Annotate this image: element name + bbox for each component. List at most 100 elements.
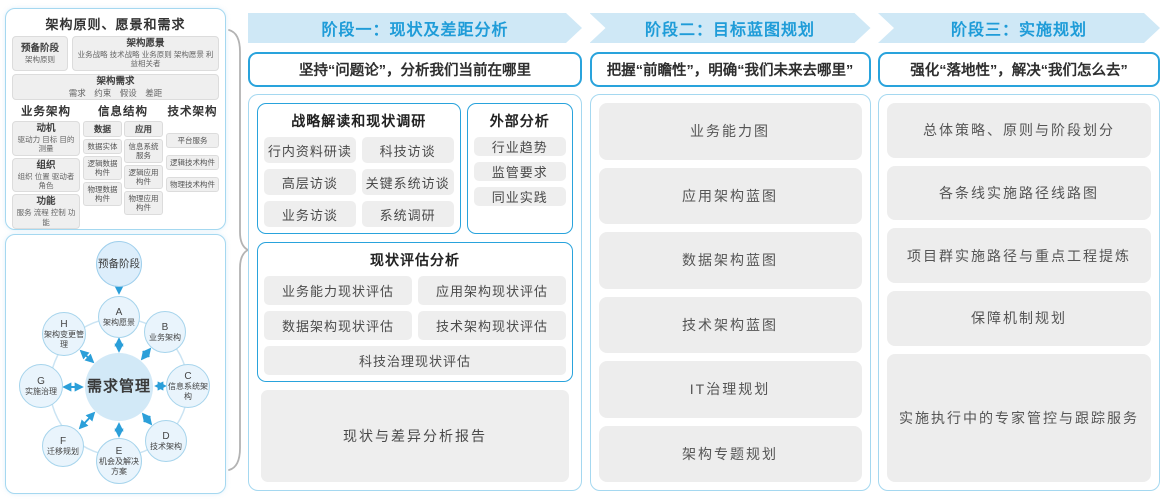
phase-2-item: 业务能力图 <box>598 103 862 160</box>
phase-2-item: 应用架构蓝图 <box>598 167 862 224</box>
strategy-research-items: 行内资料研读 科技访谈 高层访谈 关键系统访谈 业务访谈 系统调研 <box>264 137 454 227</box>
phase-1-title: 阶段一：现状及差距分析 <box>321 22 509 39</box>
phase-3-column: 阶段三：实施规划 强化“落地性”，解决“我们怎么去” 总体策略、原则与阶段划分 … <box>878 13 1160 491</box>
adm-node-label: 实施治理 <box>25 386 57 396</box>
phase-3-content: 总体策略、原则与阶段划分 各条线实施路径线路图 项目群实施路径与重点工程提炼 保… <box>878 94 1160 491</box>
adm-node-h: H 架构变更管理 <box>42 312 86 356</box>
adm-node-letter: F <box>59 435 67 447</box>
adm-center-label: 需求管理 <box>86 378 151 396</box>
phase-3-title: 阶段三：实施规划 <box>950 22 1087 39</box>
strategy-item: 高层访谈 <box>264 169 356 195</box>
information-structure-title: 信息结构 <box>98 106 148 119</box>
phase-3-item: 实施执行中的专家管控与跟踪服务 <box>887 353 1151 482</box>
phase-2-column: 阶段二：目标蓝图规划 把握“前瞻性”，明确“我们未来去哪里” 业务能力图 应用架… <box>589 13 871 491</box>
strategy-item: 业务访谈 <box>264 201 356 227</box>
adm-node-letter: C <box>184 371 192 383</box>
phase-3-items: 总体策略、原则与阶段划分 各条线实施路径线路图 项目群实施路径与重点工程提炼 保… <box>887 103 1151 482</box>
phase-3-header-band: 阶段三：实施规划 <box>878 13 1160 43</box>
architecture-columns: 业务架构 动机 驱动力 目标 目的 测量 组织 组织 位置 驱动者 角色 功能 … <box>12 103 219 229</box>
curly-brace <box>228 29 250 471</box>
technology-item: 平台服务 <box>166 133 219 149</box>
phase-2-title: 阶段二：目标蓝图规划 <box>644 22 815 39</box>
phase-2-item: 技术架构蓝图 <box>598 296 862 353</box>
application-header: 应用 <box>124 121 163 138</box>
application-item: 逻辑应用构件 <box>124 165 163 190</box>
function-title: 功能 <box>36 196 56 208</box>
motivation-title: 动机 <box>36 123 56 135</box>
phase-2-subtitle-box: 把握“前瞻性”，明确“我们未来去哪里” <box>589 52 871 87</box>
adm-node-b: B 业务架构 <box>144 311 186 353</box>
assessment-item: 应用架构现状评估 <box>418 276 566 305</box>
adm-node-letter: B <box>161 321 169 333</box>
data-item: 逻辑数据构件 <box>83 156 122 181</box>
adm-node-letter: D <box>162 430 170 442</box>
architecture-vision-sub: 业务战略 技术战略 业务原则 架构愿景 利益相关者 <box>77 49 214 69</box>
function-box: 功能 服务 流程 控制 功能 <box>12 194 80 229</box>
phase-3-item: 各条线实施路径线路图 <box>887 165 1151 221</box>
adm-prep-node: 预备阶段 <box>96 241 142 287</box>
current-assessment-items: 业务能力现状评估 应用架构现状评估 数据架构现状评估 技术架构现状评估 科技治理… <box>264 276 566 375</box>
gap-analysis-report-box: 现状与差异分析报告 <box>261 390 569 482</box>
current-assessment-group: 现状评估分析 业务能力现状评估 应用架构现状评估 数据架构现状评估 技术架构现状… <box>257 242 573 382</box>
panel-title: 架构原则、愿景和需求 <box>45 17 186 32</box>
business-architecture-column: 业务架构 动机 驱动力 目标 目的 测量 组织 组织 位置 驱动者 角色 功能 … <box>12 103 80 229</box>
phase-1-top-row: 战略解读和现状调研 行内资料研读 科技访谈 高层访谈 关键系统访谈 业务访谈 系… <box>257 103 573 234</box>
prep-vision-row: 预备阶段 架构原则 架构愿景 业务战略 技术战略 业务原则 架构愿景 利益相关者 <box>12 36 219 71</box>
phase-2-item: 架构专题规划 <box>598 425 862 482</box>
phases-section: 阶段一：现状及差距分析 坚持“问题论”，分析我们当前在哪里 战略解读和现状调研 … <box>248 13 1160 491</box>
technology-items: 平台服务 逻辑技术构件 物理技术构件 <box>166 121 219 193</box>
phase-2-header-band: 阶段二：目标蓝图规划 <box>590 13 871 43</box>
adm-node-letter: A <box>115 306 123 318</box>
function-sub: 服务 流程 控制 功能 <box>16 208 76 227</box>
adm-node-f: F 迁移规划 <box>42 425 84 467</box>
adm-node-label: 信息系统架构 <box>168 382 208 401</box>
assessment-item: 技术架构现状评估 <box>418 311 566 340</box>
strategy-item: 系统调研 <box>361 201 454 227</box>
strategy-item: 关键系统访谈 <box>361 169 454 195</box>
external-item: 同业实践 <box>473 187 566 206</box>
phase-1-content: 战略解读和现状调研 行内资料研读 科技访谈 高层访谈 关键系统访谈 业务访谈 系… <box>248 94 582 491</box>
adm-node-d: D 技术架构 <box>145 420 187 462</box>
external-item: 监管要求 <box>473 162 566 181</box>
phase-3-subtitle-box: 强化“落地性”，解决“我们怎么去” <box>878 52 1160 87</box>
adm-node-a: A 架构愿景 <box>98 296 140 338</box>
adm-node-letter: E <box>115 446 123 458</box>
adm-node-e: E 机会及解决方案 <box>96 438 142 484</box>
external-analysis-items: 行业趋势 监管要求 同业实践 <box>473 137 566 227</box>
architecture-requirements-sub: 需求 约束 假设 差距 <box>68 87 163 98</box>
external-analysis-title: 外部分析 <box>489 113 550 129</box>
phase-3-item: 保障机制规划 <box>887 290 1151 346</box>
external-item: 行业趋势 <box>473 137 566 156</box>
application-item: 物理应用构件 <box>124 191 163 216</box>
architecture-principles-panel: 架构原则、愿景和需求 预备阶段 架构原则 架构愿景 业务战略 技术战略 业务原则… <box>5 8 226 230</box>
adm-node-c: C 信息系统架构 <box>166 364 210 408</box>
business-architecture-title: 业务架构 <box>21 106 71 119</box>
adm-center-node: 需求管理 <box>85 353 153 421</box>
strategy-research-title: 战略解读和现状调研 <box>291 113 427 129</box>
prep-phase-box: 预备阶段 架构原则 <box>12 36 68 71</box>
application-item: 信息系统服务 <box>124 139 163 164</box>
data-item: 数据实体 <box>83 139 122 155</box>
data-subcolumn: 数据 数据实体 逻辑数据构件 物理数据构件 <box>83 121 122 215</box>
phase-3-item: 总体策略、原则与阶段划分 <box>887 103 1151 158</box>
adm-node-label: 迁移规划 <box>47 446 79 456</box>
motivation-box: 动机 驱动力 目标 目的 测量 <box>12 121 80 156</box>
adm-cycle-panel: 预备阶段 A 架构愿景 B 业务架构 C 信息系统架构 D 技术架构 E 机会及… <box>5 234 226 494</box>
strategy-item: 科技访谈 <box>361 137 454 163</box>
phase-2-content: 业务能力图 应用架构蓝图 数据架构蓝图 技术架构蓝图 IT治理规划 架构专题规划 <box>589 94 871 491</box>
adm-node-label: 架构变更管理 <box>44 330 84 349</box>
strategy-research-group: 战略解读和现状调研 行内资料研读 科技访谈 高层访谈 关键系统访谈 业务访谈 系… <box>257 103 461 234</box>
technology-architecture-title: 技术架构 <box>167 106 218 119</box>
information-subcolumns: 数据 数据实体 逻辑数据构件 物理数据构件 应用 信息系统服务 逻辑应用构件 物… <box>83 121 163 216</box>
adm-node-g: G 实施治理 <box>19 364 63 408</box>
architecture-requirements-title: 架构需求 <box>96 75 135 87</box>
motivation-sub: 驱动力 目标 目的 测量 <box>17 135 75 154</box>
technology-item: 逻辑技术构件 <box>166 155 219 171</box>
phase-1-subtitle: 坚持“问题论”，分析我们当前在哪里 <box>299 63 531 79</box>
assessment-item: 科技治理现状评估 <box>264 346 566 375</box>
data-header: 数据 <box>83 121 122 138</box>
adm-node-label: 业务架构 <box>149 332 181 342</box>
phase-2-item: IT治理规划 <box>598 361 862 418</box>
adm-node-letter: H <box>60 319 68 331</box>
